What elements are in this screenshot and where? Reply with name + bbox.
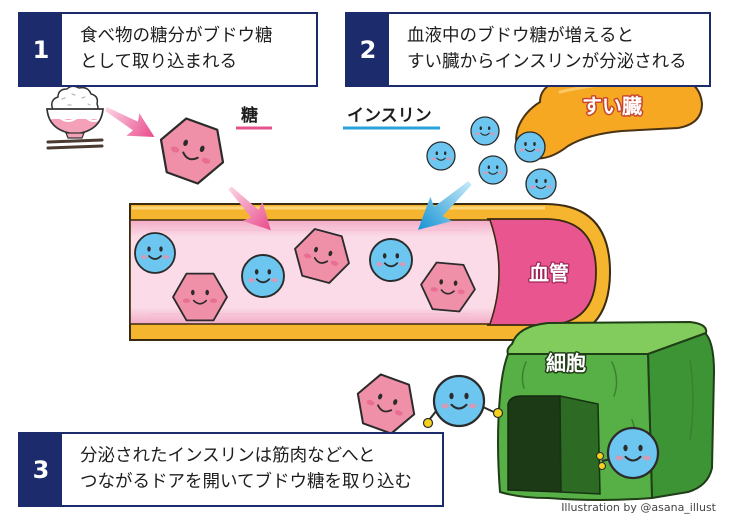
illustration-credit: Illustration by @asana_illust: [561, 501, 716, 514]
insulin-ball: [478, 155, 508, 185]
rice: [51, 85, 99, 111]
rice-bowl-icon: [46, 85, 104, 139]
step-number-badge: 3: [20, 434, 62, 505]
legend-insulin-label: インスリン: [347, 106, 432, 126]
step-text-line: 血液中のブドウ糖が増えると: [407, 26, 634, 46]
cell-side: [647, 331, 715, 499]
insulin-ball: [426, 141, 456, 171]
insulin-ball: [525, 168, 557, 200]
blood-vessel-label: 血管: [529, 261, 569, 285]
step-text-line: すい臓からインスリンが分泌される: [407, 52, 687, 72]
step-description: 食べ物の糖分がブドウ糖 として取り込まれる: [62, 14, 273, 85]
glucose-hexagon: [150, 111, 234, 191]
insulin-hand: [422, 417, 434, 429]
insulin-door-holder: [595, 426, 660, 480]
cell-top: [506, 321, 708, 355]
insulin-ball: [606, 426, 660, 480]
insulin-ball: [432, 374, 486, 428]
insulin-hand: [595, 451, 605, 461]
cell-door: [559, 395, 601, 495]
legend-sugar: 糖: [236, 105, 272, 130]
bowl-foot: [65, 132, 85, 139]
chopsticks-icon: [46, 138, 104, 150]
glucose-hexagon: [347, 368, 425, 440]
insulin-door-opener: [422, 374, 504, 429]
pancreas: すい臓: [515, 73, 703, 160]
step-description: 分泌されたインスリンは筋肉などへと つながるドアを開いてブドウ糖を取り込む: [62, 434, 412, 505]
step-2: 2 血液中のブドウ糖が増えると すい臓からインスリンが分泌される: [345, 12, 711, 87]
step-number-badge: 2: [347, 14, 389, 85]
cell: 細胞: [497, 321, 715, 501]
insulin-hand: [597, 461, 607, 471]
step-1: 1 食べ物の糖分がブドウ糖 として取り込まれる: [18, 12, 318, 87]
insulin-ball: [369, 238, 413, 282]
cell-label: 細胞: [546, 351, 586, 375]
arrow-food-to-glucose: [99, 97, 161, 149]
step-text-line: つながるドアを開いてブドウ糖を取り込む: [80, 472, 412, 492]
insulin-ball: [470, 116, 500, 146]
step-text-line: 食べ物の糖分がブドウ糖: [80, 26, 273, 46]
insulin-hand: [492, 407, 504, 419]
cell-door-opening: [507, 395, 562, 493]
insulin-ball: [514, 131, 546, 163]
step-text-line: 分泌されたインスリンは筋肉などへと: [80, 446, 376, 466]
insulin-ball: [241, 254, 285, 298]
legend-sugar-label: 糖: [241, 105, 258, 126]
step-3: 3 分泌されたインスリンは筋肉などへと つながるドアを開いてブドウ糖を取り込む: [18, 432, 444, 507]
step-text-line: として取り込まれる: [80, 52, 237, 72]
insulin-ball: [134, 232, 176, 274]
step-description: 血液中のブドウ糖が増えると すい臓からインスリンが分泌される: [389, 14, 687, 85]
step-number-badge: 1: [20, 14, 62, 85]
legend-insulin: インスリン: [343, 106, 440, 130]
pancreas-label: すい臓: [582, 94, 642, 118]
